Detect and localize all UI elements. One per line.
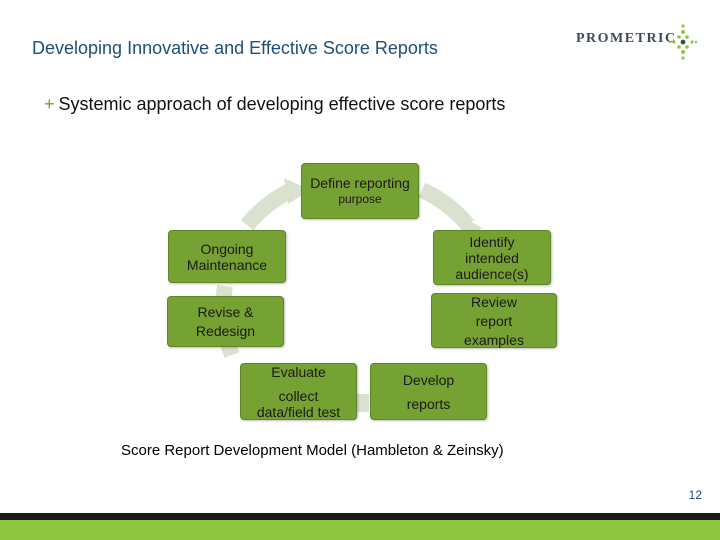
step-label-line: Evaluate <box>271 363 326 380</box>
step-label-line: Ongoing <box>200 240 254 257</box>
logo-star-icon <box>668 24 698 60</box>
bullet-marker: + <box>44 94 55 114</box>
cycle-connector-bottom <box>357 394 369 412</box>
step-label-line: collect <box>278 387 319 404</box>
footer-bar-dark <box>0 513 720 520</box>
cycle-arrowhead-top-left <box>284 178 310 204</box>
step-evaluate-field-test: Evaluate collect data/field test <box>240 363 357 420</box>
footer-bar-green <box>0 520 720 540</box>
step-label-line: intended <box>465 249 519 266</box>
step-label-line: Identify <box>469 233 515 250</box>
cycle-arc-top-left <box>240 182 296 231</box>
prometric-logo: PROMETRIC <box>574 22 704 62</box>
step-label-line: examples <box>464 331 524 348</box>
step-label-line: purpose <box>338 192 382 206</box>
step-define-reporting-purpose: Define reporting purpose <box>301 163 419 219</box>
step-develop-reports: Develop reports <box>370 363 487 420</box>
step-label-line: data/field test <box>256 403 341 420</box>
step-label-line: Redesign <box>195 323 256 339</box>
step-review-report-examples: Review report examples <box>431 293 557 348</box>
step-label-line: Revise & <box>197 304 254 320</box>
bullet-point: +Systemic approach of developing effecti… <box>44 94 505 115</box>
step-label-line: Define reporting <box>310 175 410 191</box>
step-label-line: Develop <box>402 371 455 388</box>
step-label-line: report <box>475 312 513 329</box>
step-revise-redesign: Revise & Redesign <box>167 296 284 347</box>
step-identify-audiences: Identify intended audience(s) <box>433 230 551 285</box>
logo-wordmark: PROMETRIC <box>576 31 677 46</box>
slide-title: Developing Innovative and Effective Scor… <box>32 38 438 58</box>
step-label-line: Review <box>471 293 517 310</box>
step-label-line: Maintenance <box>186 256 268 273</box>
step-label-line: reports <box>406 395 451 412</box>
diagram-caption: Score Report Development Model (Hambleto… <box>121 442 504 459</box>
page-number: 12 <box>688 488 702 502</box>
bullet-text: Systemic approach of developing effectiv… <box>58 94 506 114</box>
step-ongoing-maintenance: Ongoing Maintenance <box>168 230 286 283</box>
step-label-line: audience(s) <box>455 265 529 282</box>
